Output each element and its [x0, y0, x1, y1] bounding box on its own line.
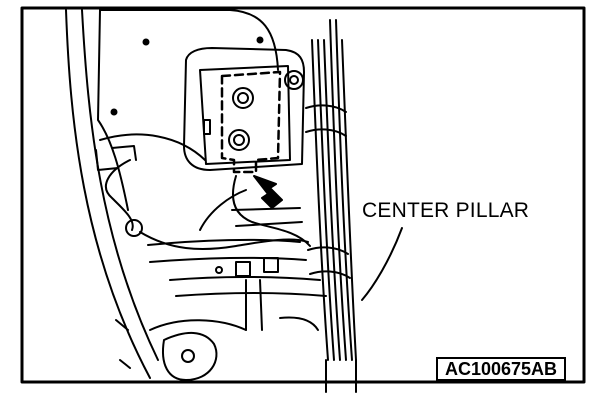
mounting-bracket	[183, 47, 305, 171]
pointer-arrow	[253, 175, 283, 209]
loop-wire	[105, 159, 311, 250]
wiring-harness	[305, 19, 357, 393]
figure-id-badge: AC100675AB	[436, 357, 566, 381]
center-pillar-leader	[361, 227, 403, 301]
center-pillar-label: CENTER PILLAR	[362, 199, 530, 222]
figure-border	[20, 6, 586, 384]
pillar-trim-outline	[65, 9, 279, 379]
connector-dashed-outline	[220, 70, 282, 174]
lower-structure	[115, 189, 327, 381]
